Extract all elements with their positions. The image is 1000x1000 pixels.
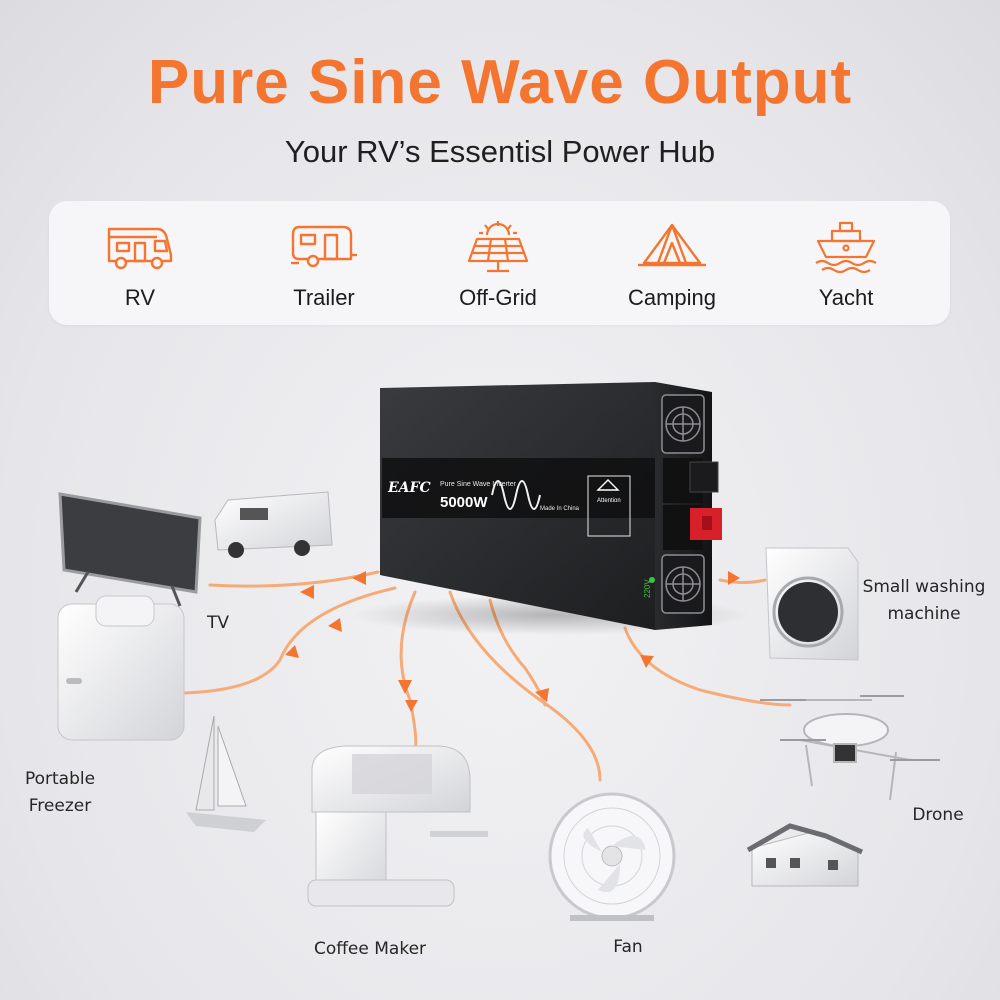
cable-arrows — [285, 571, 740, 712]
tv-image — [58, 492, 202, 607]
use-case-camping: Camping — [582, 201, 762, 325]
inverter-origin: Made In China — [540, 506, 580, 512]
battery-terminals — [663, 458, 722, 550]
yacht-icon — [815, 221, 877, 274]
freezer-image — [57, 595, 185, 741]
label-drone: Drone — [912, 805, 964, 825]
label-coffee-maker: Coffee Maker — [313, 939, 427, 959]
label-fan: Fan — [613, 937, 643, 957]
rv-icon — [107, 227, 173, 270]
inverter-voltage: 220V — [643, 579, 652, 598]
trailer-icon — [291, 225, 357, 268]
coffee-maker-image — [307, 745, 488, 907]
inverter-wattage: 5000W — [440, 494, 488, 511]
sailboat-image — [186, 715, 266, 832]
solar-panel-icon — [467, 221, 529, 273]
use-case-label: Trailer — [293, 285, 355, 310]
label-washing-machine: Small washing machine — [848, 574, 1000, 628]
label-line: Small washing — [862, 577, 986, 597]
use-case-label: Off-Grid — [459, 285, 537, 310]
cooling-fan — [661, 394, 705, 614]
camper-image — [214, 491, 333, 558]
fan-image — [548, 792, 676, 921]
house-image — [746, 823, 864, 887]
label-tv: TV — [206, 613, 229, 633]
use-case-rv: RV — [50, 201, 230, 325]
washing-machine-image — [765, 547, 859, 661]
use-case-label: Yacht — [818, 285, 874, 310]
drone-image — [760, 695, 940, 801]
use-case-label: RV — [124, 285, 156, 310]
inverter: EAFC Pure Sine Wave Inverter 5000W Made … — [350, 382, 750, 635]
use-case-off-grid: Off-Grid — [408, 201, 588, 325]
label-line: machine — [887, 604, 961, 625]
use-case-label: Camping — [627, 285, 717, 310]
use-case-trailer: Trailer — [234, 201, 414, 325]
use-case-yacht: Yacht — [756, 201, 936, 325]
inverter-brand: EAFC — [387, 480, 431, 496]
inverter-model-line: Pure Sine Wave Inverter — [440, 481, 517, 488]
page-subtitle: Your RV’s Essentisl Power Hub — [284, 134, 716, 169]
tent-icon — [638, 223, 706, 267]
label-line: Portable — [24, 769, 96, 789]
page-title: Pure Sine Wave Output — [147, 48, 853, 117]
use-case-panel: RV Trailer Off-Grid — [49, 201, 950, 325]
label-freezer: Portable Freezer — [12, 766, 108, 820]
label-line: Freezer — [28, 796, 92, 817]
inverter-warning-title: Attention — [597, 498, 621, 504]
